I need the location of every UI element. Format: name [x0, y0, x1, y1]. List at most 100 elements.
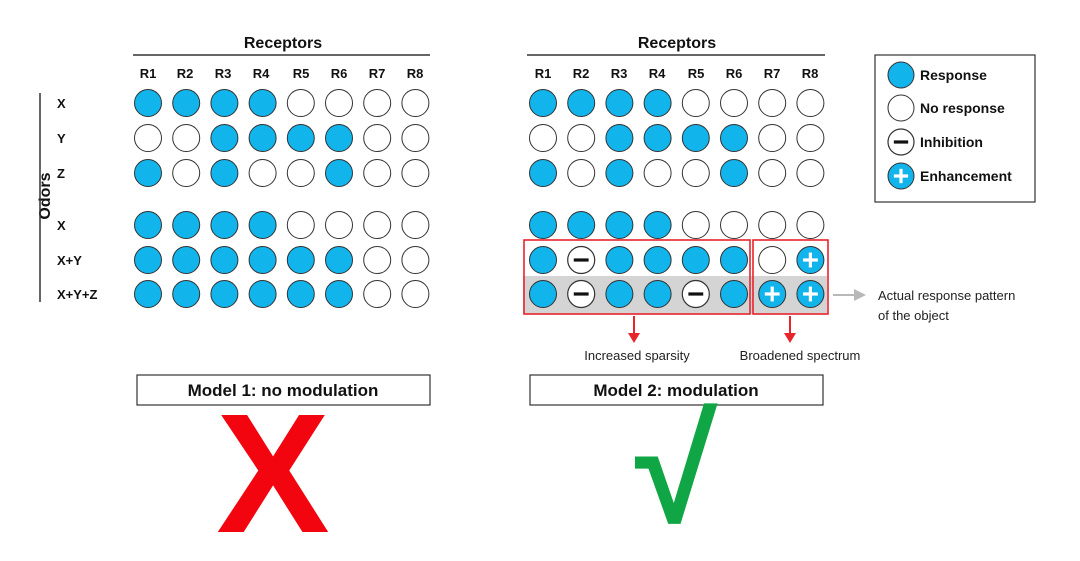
response-circle	[529, 246, 557, 274]
response-circle	[248, 124, 277, 152]
response-circle	[605, 211, 634, 239]
receptor-label: R8	[802, 66, 819, 81]
actual-pattern-annotation-line2: of the object	[878, 308, 949, 323]
no-response-circle	[401, 280, 430, 308]
response-circle	[210, 211, 239, 239]
actual-pattern-arrow	[833, 289, 866, 301]
no-response-circle	[363, 124, 392, 152]
no-response-circle	[529, 124, 557, 152]
response-circle	[134, 159, 162, 187]
model2-label: Model 2: modulation	[593, 381, 758, 400]
receptor-label: R7	[764, 66, 781, 81]
response-circle	[325, 159, 353, 187]
no-response-circle	[796, 124, 825, 152]
inhibition-circle	[887, 128, 915, 156]
no-response-circle	[758, 159, 787, 187]
no-response-circle	[796, 211, 825, 239]
receptor-label: R3	[215, 66, 232, 81]
response-circle	[325, 280, 353, 308]
response-circle	[172, 246, 201, 274]
response-circle	[325, 124, 353, 152]
no-response-circle	[286, 159, 315, 187]
no-response-circle	[758, 211, 787, 239]
no-response-circle	[248, 159, 277, 187]
response-circle	[134, 89, 162, 117]
response-circle	[286, 124, 315, 152]
no-response-circle	[758, 89, 787, 117]
response-circle	[605, 246, 634, 274]
row-label: X+Y	[57, 253, 82, 268]
legend-icons	[887, 61, 915, 190]
model2-panel: Receptors R1 R2 R3 R4 R5 R6 R7 R8 Increa…	[523, 35, 1015, 554]
enhancement-circle	[887, 162, 915, 190]
response-circle	[681, 246, 710, 274]
no-response-circle	[758, 246, 787, 274]
row-label: X+Y+Z	[57, 287, 98, 302]
no-response-circle	[681, 89, 710, 117]
response-circle	[643, 211, 672, 239]
actual-pattern-annotation-line1: Actual response pattern	[878, 288, 1015, 303]
receptor-label: R1	[535, 66, 552, 81]
no-response-circle	[363, 280, 392, 308]
response-circle	[681, 124, 710, 152]
odors-axis-label: Odors	[37, 172, 54, 219]
response-circle	[529, 280, 557, 308]
model1-label: Model 1: no modulation	[188, 381, 379, 400]
receptor-label: R1	[140, 66, 157, 81]
response-circle	[248, 211, 277, 239]
no-response-circle	[401, 211, 430, 239]
response-circle	[720, 159, 748, 187]
broadened-annotation: Broadened spectrum	[740, 348, 861, 363]
enhancement-circle	[758, 280, 787, 308]
inhibition-circle	[567, 279, 596, 309]
no-response-circle	[363, 211, 392, 239]
no-response-circle	[887, 94, 915, 122]
response-circle	[248, 246, 277, 274]
inhibition-circle	[681, 279, 710, 309]
inhibition-circle	[567, 245, 596, 275]
response-circle	[643, 124, 672, 152]
model2-receptor-labels: R1 R2 R3 R4 R5 R6 R7 R8	[535, 66, 819, 81]
row-label: Z	[57, 166, 65, 181]
model1-verdict-cross: X	[216, 379, 329, 556]
model2-label-box	[529, 374, 824, 406]
response-circle	[529, 89, 557, 117]
response-circle	[567, 89, 596, 117]
no-response-circle	[720, 89, 748, 117]
response-circle	[887, 61, 915, 89]
no-response-circle	[567, 124, 596, 152]
response-circle	[325, 246, 353, 274]
no-response-circle	[401, 159, 430, 187]
response-circle	[605, 159, 634, 187]
response-circle	[720, 246, 748, 274]
row-labels: X Y Z X X+Y X+Y+Z	[57, 96, 98, 302]
response-circle	[172, 89, 201, 117]
model2-response-grid	[529, 89, 825, 309]
response-circle	[210, 280, 239, 308]
response-circle	[172, 280, 201, 308]
receptor-label: R2	[573, 66, 590, 81]
no-response-circle	[401, 246, 430, 274]
no-response-circle	[681, 211, 710, 239]
model1-panel: Receptors R1 R2 R3 R4 R5 R6 R7 R8 Model …	[133, 35, 431, 561]
broadened-frame	[752, 239, 829, 315]
legend-label-inhibition: Inhibition	[920, 134, 983, 150]
model1-response-grid	[134, 89, 430, 308]
response-circle	[529, 159, 557, 187]
legend-label-no-response: No response	[920, 100, 1005, 116]
model2-verdict-check: √	[635, 386, 718, 554]
no-response-circle	[567, 159, 596, 187]
response-circle	[605, 280, 634, 308]
response-circle	[134, 246, 162, 274]
receptor-label: R5	[293, 66, 310, 81]
response-circle	[643, 246, 672, 274]
no-response-circle	[796, 159, 825, 187]
enhancement-circle	[796, 280, 825, 308]
response-circle	[210, 246, 239, 274]
receptor-label: R4	[253, 66, 270, 81]
response-circle	[248, 280, 277, 308]
no-response-circle	[720, 211, 748, 239]
no-response-circle	[172, 124, 201, 152]
legend-label-response: Response	[920, 67, 987, 83]
